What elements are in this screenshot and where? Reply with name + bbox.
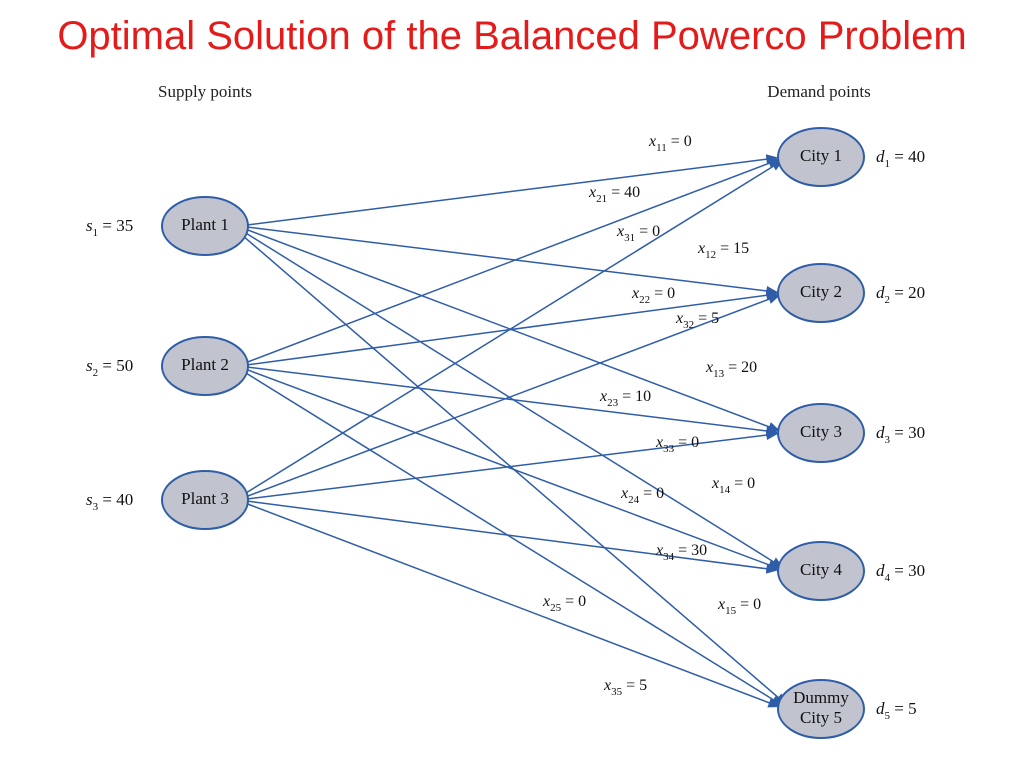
- city-name: City 1: [800, 146, 842, 165]
- city-name: City 5: [800, 708, 842, 727]
- city-node-3: City 3: [777, 403, 865, 463]
- flow-label-x15: x15 = 0: [717, 596, 761, 617]
- arrow-plant2-city3: [247, 366, 779, 436]
- arrow-plant1-city1: [247, 154, 779, 226]
- flow-label-x25: x25 = 0: [542, 593, 586, 614]
- arrow-plant2-city2: [247, 290, 779, 366]
- plant-name: Plant 2: [181, 355, 229, 374]
- supply-demand-labels: s1 = 35 s2 = 50 s3 = 40 d1 = 40 d2 = 20 d3 = …: [86, 147, 925, 722]
- flow-label-x21: x21 = 40: [588, 184, 640, 205]
- arrow-plant2-city5: [242, 370, 784, 707]
- shipment-arrows: [238, 154, 788, 708]
- supply-label-2: s2 = 50: [86, 356, 133, 379]
- arrow-plant3-city2: [245, 294, 781, 498]
- city-name: City 2: [800, 282, 842, 301]
- city-ellipse: [777, 127, 865, 187]
- slide-title: Optimal Solution of the Balanced Powerco…: [57, 14, 967, 58]
- flow-label-x11: x11 = 0: [648, 133, 692, 154]
- city-ellipse: [777, 263, 865, 323]
- demand-label-5: d5 = 5: [876, 699, 917, 722]
- flow-label-x35: x35 = 5: [603, 677, 647, 698]
- demand-label-2: d2 = 20: [876, 283, 925, 306]
- plant-ellipse: [161, 470, 249, 530]
- flow-label-x31: x31 = 0: [616, 223, 660, 244]
- plant-node-2: Plant 2: [161, 336, 249, 396]
- city-ellipse: [777, 403, 865, 463]
- city-node-2: City 2: [777, 263, 865, 323]
- supply-label-3: s3 = 40: [86, 490, 133, 513]
- demand-label-3: d3 = 30: [876, 423, 925, 446]
- flow-label-x24: x24 = 0: [620, 485, 664, 506]
- flow-labels: x11 = 0 x21 = 40 x31 = 0 x12 = 15 x22 = 0x32…: [542, 133, 761, 698]
- flow-label-x12: x12 = 15: [697, 240, 749, 261]
- arrow-plant3-city5: [245, 502, 781, 708]
- city-node-4: City 4: [777, 541, 865, 601]
- plant-node-3: Plant 3: [161, 470, 249, 530]
- flow-label-x34: x34 = 30: [655, 542, 707, 563]
- flow-label-x32: x32 = 5: [675, 310, 719, 331]
- city-name: City 4: [800, 560, 843, 579]
- demand-label-4: d4 = 30: [876, 561, 925, 584]
- flow-label-x13: x13 = 20: [705, 359, 757, 380]
- plant-nodes: Plant 1 Plant 2 Plant 3: [161, 196, 249, 530]
- plant-ellipse: [161, 336, 249, 396]
- arrow-plant3-city4: [247, 500, 779, 574]
- plant-name: Plant 3: [181, 489, 229, 508]
- plant-name: Plant 1: [181, 215, 229, 234]
- city-ellipse: [777, 541, 865, 601]
- plant-node-1: Plant 1: [161, 196, 249, 256]
- flow-label-x33: x33 = 0: [655, 434, 699, 455]
- flow-label-x22: x22 = 0: [631, 285, 675, 306]
- city-name: City 3: [800, 422, 842, 441]
- flow-label-x23: x23 = 10: [599, 388, 651, 409]
- flow-label-x14: x14 = 0: [711, 475, 755, 496]
- supply-label-1: s1 = 35: [86, 216, 133, 239]
- city-node-1: City 1: [777, 127, 865, 187]
- arrow-plant2-city4: [245, 368, 781, 570]
- arrow-plant1-city2: [247, 226, 779, 296]
- demand-points-header: Demand points: [767, 82, 870, 101]
- plant-ellipse: [161, 196, 249, 256]
- city-ellipse: [777, 679, 865, 739]
- demand-label-1: d1 = 40: [876, 147, 925, 170]
- arrow-plant2-city1: [245, 158, 781, 364]
- arrow-plant3-city3: [247, 430, 779, 500]
- city-name: Dummy: [793, 688, 849, 707]
- supply-points-header: Supply points: [158, 82, 252, 101]
- arrow-plant3-city1: [242, 159, 784, 496]
